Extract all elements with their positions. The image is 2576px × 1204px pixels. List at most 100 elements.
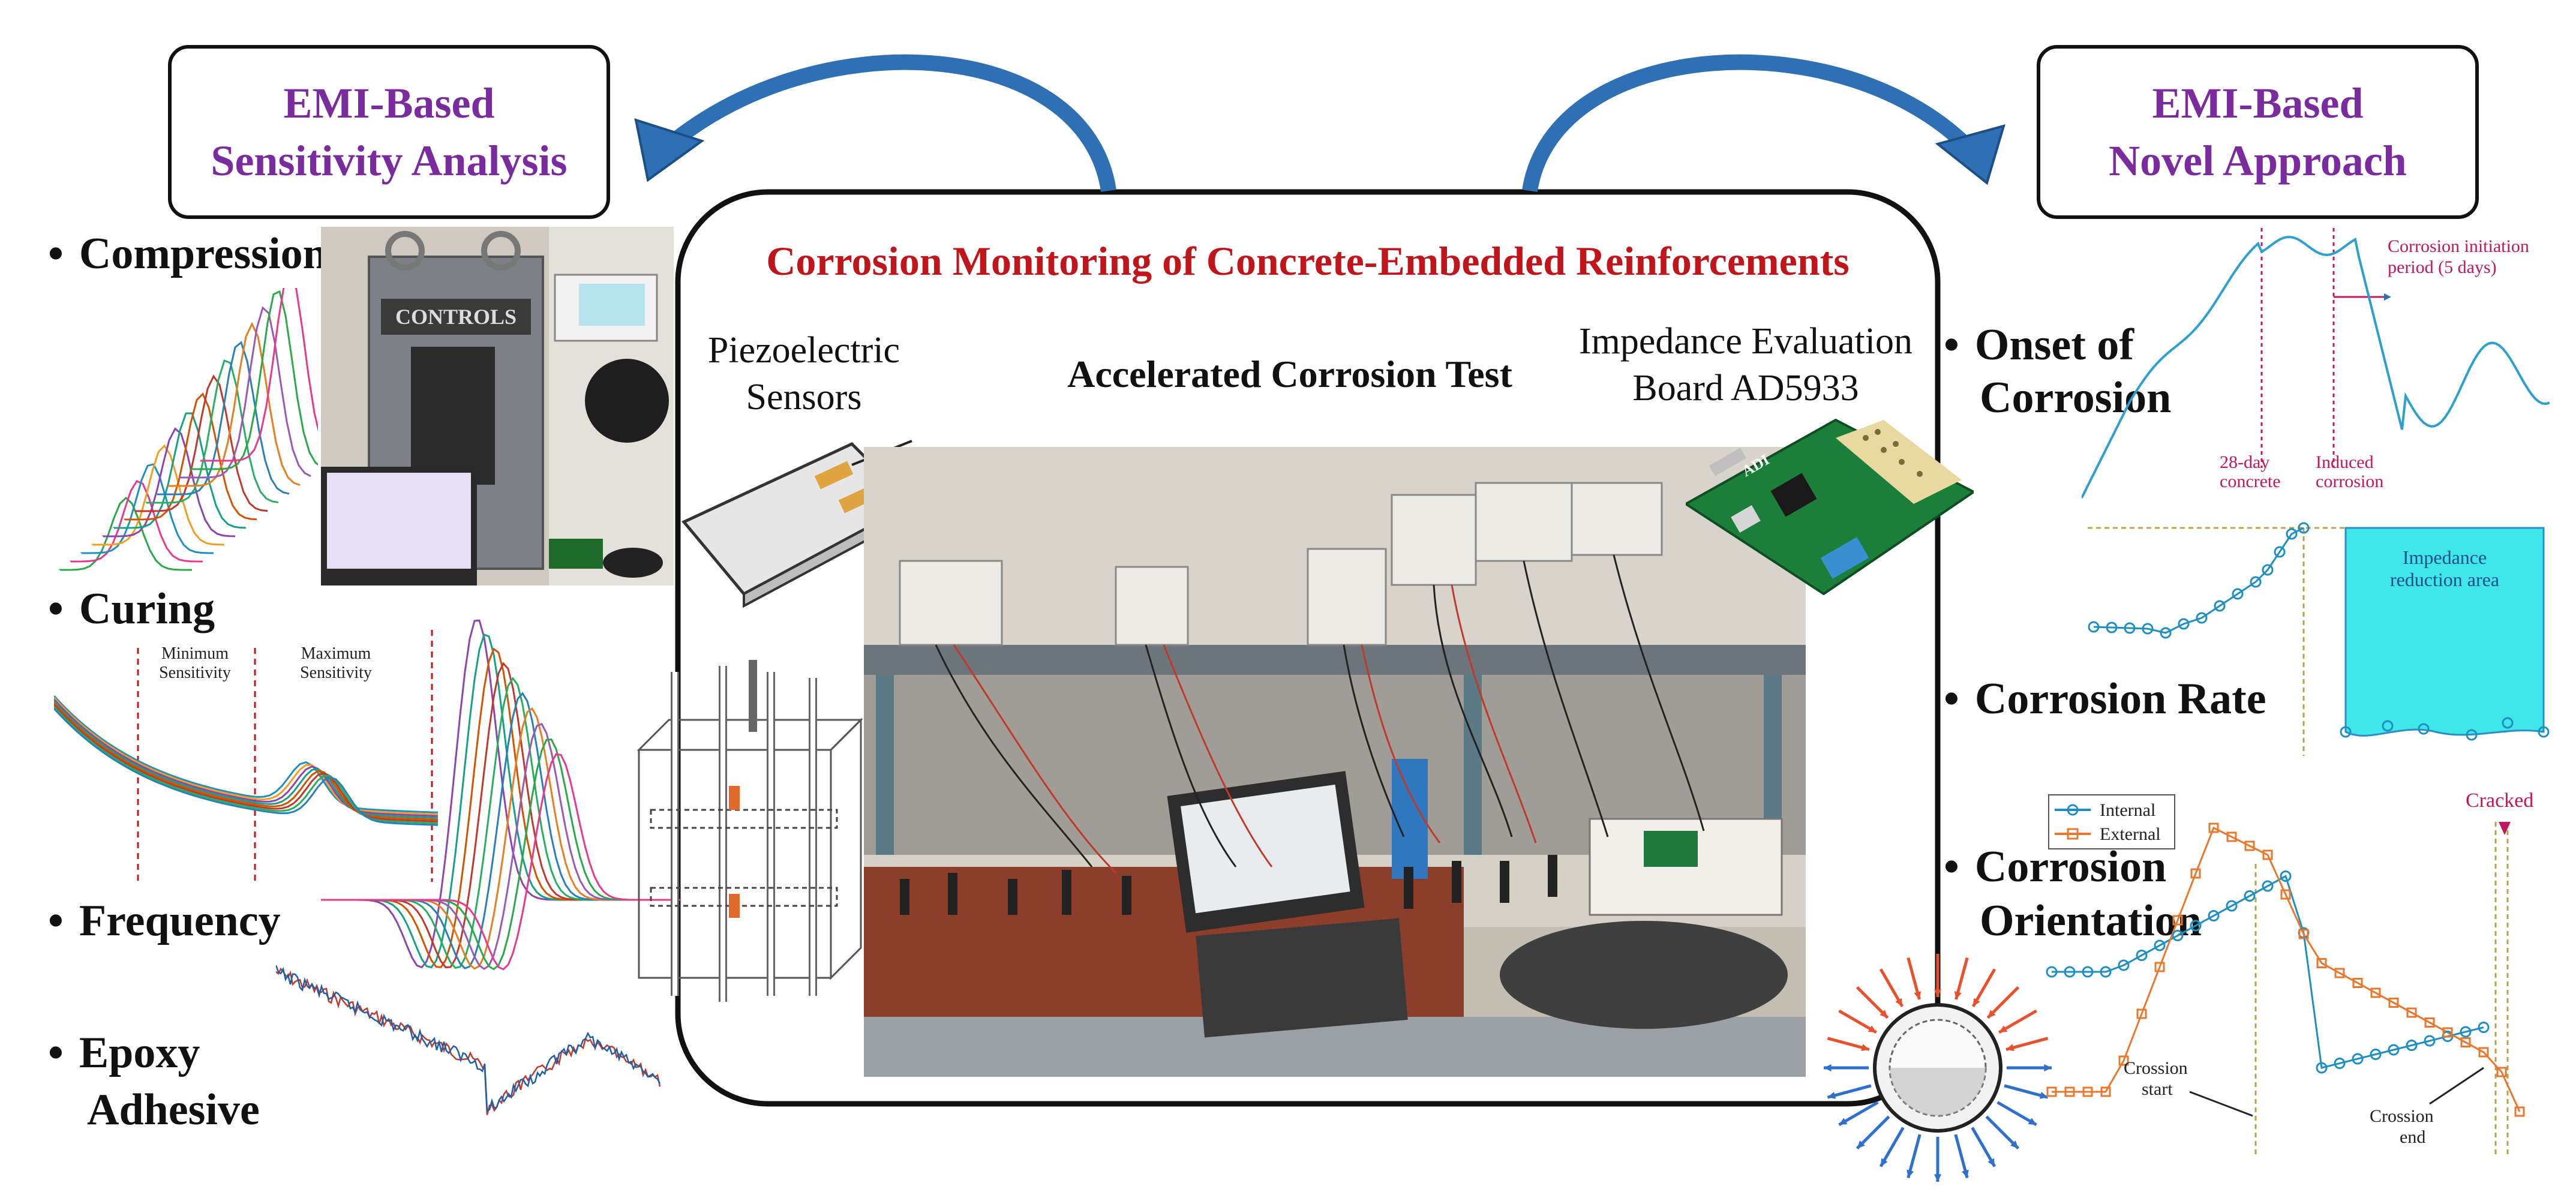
compression-series-line — [124, 392, 257, 521]
corrosion-cross-section-diagram — [1824, 954, 2052, 1182]
external-point — [2298, 929, 2309, 939]
sensitivity-box-line1: EMI-Based — [283, 79, 495, 127]
compression-series-line — [190, 290, 318, 470]
external-point — [2352, 978, 2363, 988]
rate-point — [2274, 546, 2286, 558]
radial-arrowhead-icon — [2039, 1092, 2048, 1099]
onset-initiation-line1: Corrosion initiation — [2388, 236, 2529, 256]
rate-point — [2106, 621, 2118, 633]
novel-box-line2: Novel Approach — [2109, 137, 2407, 185]
rate-point — [2418, 723, 2430, 735]
crossion-start-line2: start — [2142, 1079, 2173, 1099]
external-series-line — [2052, 826, 2521, 1112]
rate-point — [2142, 623, 2154, 635]
accelerated-test-label: Accelerated Corrosion Test — [1067, 353, 1512, 395]
rate-point — [2124, 622, 2136, 634]
onset-concrete-line1: 28-day — [2220, 452, 2269, 472]
piezo-line1: Piezoelectric — [707, 330, 900, 371]
radial-arrowhead-icon — [2028, 1118, 2037, 1125]
external-point — [2190, 868, 2201, 879]
rate-point — [2262, 564, 2274, 576]
radial-arrowhead-icon — [1987, 1158, 1995, 1167]
internal-point — [2388, 1044, 2400, 1056]
external-point — [2226, 831, 2237, 842]
compression-series-line — [70, 480, 203, 563]
impedance-board-label: Impedance Evaluation Board AD5933 — [1560, 318, 1932, 412]
external-point — [2136, 1008, 2147, 1019]
internal-point — [2460, 1026, 2472, 1038]
bullet-epoxy-line2: Adhesive — [87, 1083, 260, 1137]
rate-point — [2502, 717, 2514, 729]
novel-approach-box: EMI-Based Novel Approach — [2037, 45, 2479, 219]
bullet-rate: •Corrosion Rate — [1944, 674, 2266, 723]
radial-arrowhead-icon — [2044, 1064, 2052, 1072]
compression-series-line — [157, 341, 290, 496]
internal-point — [2352, 1053, 2364, 1065]
external-point — [2046, 1086, 2057, 1097]
novel-box-line1: EMI-Based — [2152, 79, 2364, 127]
radial-arrowhead-icon — [1881, 1158, 1888, 1167]
internal-point — [2208, 910, 2220, 921]
internal-point — [2118, 959, 2130, 971]
internal-point — [2424, 1035, 2436, 1047]
external-point — [2460, 1037, 2471, 1047]
external-point — [2064, 1086, 2075, 1097]
rate-point — [2196, 612, 2208, 624]
internal-point — [2316, 1062, 2328, 1074]
corrosion-rate-chart: Impedance reduction area — [2088, 522, 2550, 756]
curing-chart: Minimum Sensitivity Maximum Sensitivity — [54, 630, 439, 882]
compression-series-line — [168, 322, 301, 487]
internal-point — [2172, 930, 2184, 941]
external-point — [2334, 968, 2345, 978]
radial-arrowhead-icon — [1824, 1064, 1832, 1072]
sensitivity-box-line2: Sensitivity Analysis — [211, 137, 568, 185]
onset-induced-line2: corrosion — [2316, 472, 2383, 491]
internal-series-line — [2052, 875, 2484, 1069]
accelerated-corrosion-lab-photo — [864, 447, 1806, 1077]
radial-arrowhead-icon — [1861, 1044, 1869, 1052]
radial-arrowhead-icon — [1907, 1169, 1914, 1178]
orientation-legend — [2048, 794, 2175, 849]
arrow-right-head-icon — [1935, 124, 2005, 185]
internal-point — [2280, 870, 2292, 882]
rate-series-line — [2093, 527, 2304, 634]
ad5933-board-image: ADI — [1686, 418, 1974, 596]
internal-point — [2262, 880, 2274, 892]
machine-brand-text: CONTROLS — [395, 305, 517, 329]
central-title: Corrosion Monitoring of Concrete-Embedde… — [766, 238, 1850, 284]
rate-point — [2232, 588, 2244, 600]
bullet-compression-label: Compression — [79, 229, 328, 278]
crossion-end-line2: end — [2400, 1127, 2425, 1147]
crossion-start-line1: Crossion — [2124, 1058, 2188, 1078]
bullet-onset-label-2: Corrosion — [1980, 373, 2172, 422]
rate-point — [2160, 627, 2172, 639]
curing-series-line — [54, 707, 439, 826]
radial-arrowhead-icon — [1933, 989, 1942, 997]
rate-annotation-line2: reduction area — [2390, 569, 2499, 590]
frequency-series-line — [321, 647, 681, 968]
radial-arrowhead-icon — [1973, 998, 1980, 1007]
rate-annotation-line1: Impedance — [2403, 547, 2487, 568]
internal-point — [2082, 966, 2094, 978]
external-point — [2388, 998, 2399, 1008]
bullet-epoxy-label-1: Epoxy — [79, 1028, 200, 1077]
radial-arrowhead-icon — [2006, 1044, 2014, 1052]
compression-series-line — [135, 374, 268, 512]
external-point — [2496, 1067, 2507, 1077]
internal-point — [2226, 900, 2238, 912]
bullet-curing-label: Curing — [79, 584, 215, 633]
rate-point — [2178, 618, 2190, 630]
bullet-onset-line2: Corrosion — [1980, 371, 2171, 425]
compression-series-line — [80, 463, 214, 554]
internal-point — [2064, 966, 2076, 978]
arrow-right-icon — [1522, 54, 1980, 193]
bullet-epoxy: •Epoxy — [48, 1028, 200, 1077]
curing-min-line1: Minimum — [161, 644, 229, 663]
board-line2: Board AD5933 — [1632, 368, 1859, 409]
external-point — [2262, 849, 2273, 860]
curing-series-line — [54, 696, 439, 815]
internal-point — [2334, 1058, 2346, 1069]
curing-series-line — [54, 702, 439, 821]
radial-arrowhead-icon — [1895, 998, 1902, 1007]
external-point — [2244, 840, 2255, 851]
